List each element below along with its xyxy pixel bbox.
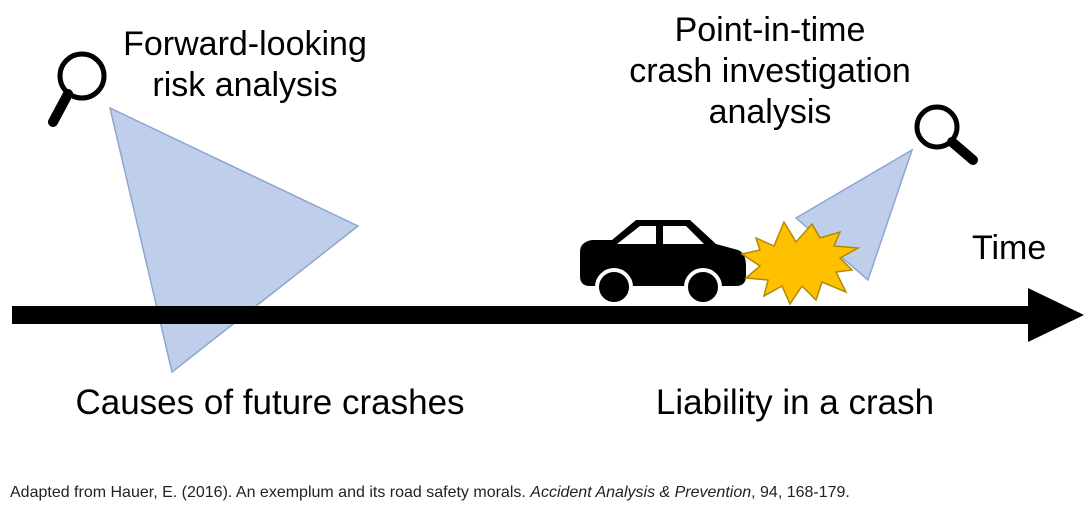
citation-suffix: , 94, 168-179.	[751, 484, 850, 501]
forward-heading-line-1: Forward-looking	[123, 25, 367, 63]
timeline-bar	[12, 306, 1042, 324]
citation-prefix: Adapted from Hauer, E. (2016). An exempl…	[10, 484, 531, 501]
time-axis-label: Time	[972, 229, 1047, 267]
magnifier-icon	[914, 104, 978, 165]
arrow-head-icon	[1028, 288, 1084, 342]
forward-looking-heading: Forward-looking risk analysis	[75, 24, 415, 106]
point-heading-line-1: Point-in-time	[674, 11, 866, 49]
point-heading-line-2: crash investigation	[629, 51, 911, 90]
future-crashes-caption: Causes of future crashes	[75, 383, 465, 422]
explosion-icon	[740, 220, 861, 306]
forward-view-cone	[108, 106, 360, 374]
magnifier-icon	[48, 51, 107, 127]
car-icon	[580, 220, 746, 306]
forward-heading-line-2: risk analysis	[152, 65, 338, 104]
point-heading-line-3: analysis	[708, 92, 832, 131]
citation: Adapted from Hauer, E. (2016). An exempl…	[10, 484, 1080, 502]
point-in-time-heading: Point-in-time crash investigation analys…	[590, 10, 950, 132]
citation-journal: Accident Analysis & Prevention	[530, 484, 752, 501]
liability-caption: Liability in a crash	[655, 383, 935, 422]
